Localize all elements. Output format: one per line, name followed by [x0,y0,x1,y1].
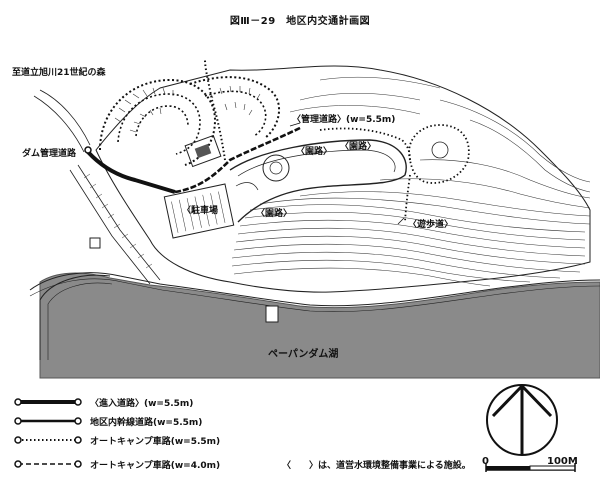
label-forest: 至道立旭川21世紀の森 [12,68,106,78]
legend-symbol-thick [14,398,82,406]
legend-label: 〈進入道路〉(w=5.5m) [90,398,194,409]
camp-road-north [204,59,226,161]
label-parking: 〈駐車場 [182,206,219,216]
legend-row-trunk-road: 地区内幹線道路(w=5.5m) [14,415,203,428]
shoreline [29,272,600,307]
parking-lot [163,183,235,239]
dam-road [33,89,161,285]
garden-loop [229,139,407,223]
north-arrow [486,384,558,456]
scale-min-label: 0 [482,456,489,467]
legend-label: オートキャンプ車路(w=5.5m) [90,436,221,447]
label-garden-path-3: 〈園路〉 [256,209,293,219]
label-walkway: 〈遊歩道〉 [408,220,454,230]
walkway-path [404,174,411,223]
contour-lines [231,99,591,287]
site-boundary [95,65,591,293]
scale-max-label: 100M [547,456,578,467]
trunk-road [174,126,301,194]
legend-symbol-dashed [14,460,82,468]
legend-symbol-medium [14,417,82,425]
access-road [86,150,176,194]
label-garden-path-1: 〈園路〉 [296,147,333,157]
legend-label: オートキャンプ車路(w=4.0m) [90,460,221,471]
footnote: 〈 〉は、道営水環境整備事業による施設。 [282,461,471,471]
center-building [184,134,222,168]
camp-loops [99,76,280,166]
legend-label: 地区内幹線道路(w=5.5m) [90,417,203,428]
label-dam-road: ダム管理道路 [22,149,77,159]
legend-row-camp-road-55: オートキャンプ車路(w=5.5m) [14,434,221,447]
legend-symbol-dotted [14,436,82,444]
dam-structure [265,305,279,323]
legend-row-camp-road-40: オートキャンプ車路(w=4.0m) [14,458,221,471]
label-mgmt-road: 〈管理道路〉(w=5.5m) [292,115,396,125]
figure-title: 図Ⅲ－29 地区内交通計画図 [229,16,371,27]
shore-road [39,274,111,360]
label-garden-path-2: 〈園路〉 [340,142,377,152]
legend-row-access-road: 〈進入道路〉(w=5.5m) [14,396,194,409]
plaza-circle [262,154,290,182]
label-lake: ペーパンダム湖 [268,349,339,360]
lake [39,272,600,379]
hill-camp-loop [408,124,470,184]
scale-bar [485,463,576,472]
small-building [89,237,101,249]
cross-hatching [83,173,153,269]
